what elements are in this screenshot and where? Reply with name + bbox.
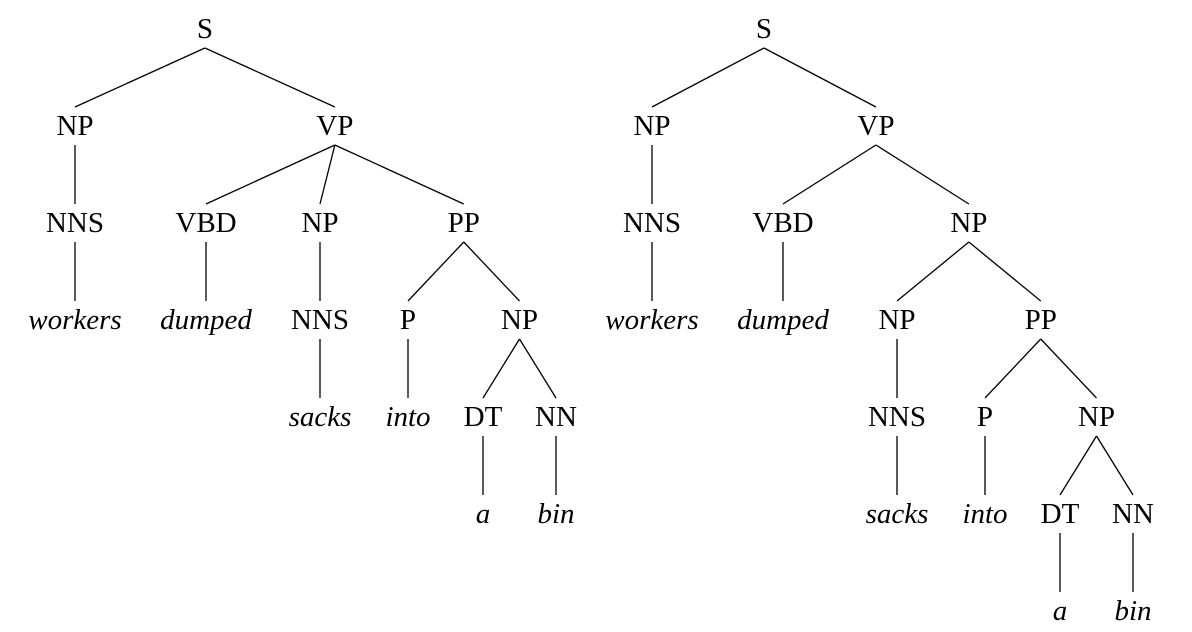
tree-edge — [1040, 338, 1097, 399]
node-label-np: NP — [878, 304, 915, 336]
node-label-p: P — [400, 304, 416, 336]
node-label-nns: NNS — [46, 207, 104, 239]
tree-edge — [896, 241, 970, 302]
leaf-word-workers: workers — [28, 304, 121, 336]
node-label-dt: DT — [464, 401, 503, 433]
tree-edge — [763, 47, 877, 108]
tree-edge — [407, 241, 465, 302]
node-label-np: NP — [950, 207, 987, 239]
leaf-word-bin: bin — [1114, 595, 1151, 627]
parse-tree-2: workersNNSNPdumpedVBDsacksNNSNPintoPaDTb… — [605, 13, 1154, 627]
leaf-word-sacks: sacks — [866, 498, 929, 530]
tree-edge — [518, 338, 557, 399]
leaf-word-dumped: dumped — [160, 304, 252, 336]
tree-edge — [482, 338, 521, 399]
leaf-word-a: a — [476, 498, 491, 530]
parse-tree-1: workersNNSNPdumpedVBDsacksNNSNPintoPaDTb… — [28, 13, 577, 530]
node-label-nns: NNS — [868, 401, 926, 433]
node-label-pp: PP — [448, 207, 480, 239]
node-label-vp: VP — [316, 110, 353, 142]
tree-edge — [334, 144, 465, 205]
node-label-nns: NNS — [291, 304, 349, 336]
leaf-word-into: into — [385, 401, 430, 433]
tree-edge — [204, 47, 336, 108]
node-label-nn: NN — [535, 401, 577, 433]
tree-edge — [319, 144, 336, 205]
tree-edge — [1095, 435, 1134, 496]
node-label-np: NP — [301, 207, 338, 239]
leaf-word-into: into — [962, 498, 1007, 530]
leaf-word-workers: workers — [605, 304, 698, 336]
node-label-nns: NNS — [623, 207, 681, 239]
node-label-vp: VP — [857, 110, 894, 142]
node-label-np: NP — [633, 110, 670, 142]
node-label-p: P — [977, 401, 993, 433]
tree-edge — [968, 241, 1042, 302]
tree-edge — [651, 47, 765, 108]
tree-edge — [782, 144, 877, 205]
node-label-s: S — [756, 13, 772, 45]
tree-edge — [984, 338, 1042, 399]
node-label-nn: NN — [1112, 498, 1154, 530]
node-label-np: NP — [501, 304, 538, 336]
node-label-s: S — [197, 13, 213, 45]
leaf-word-sacks: sacks — [289, 401, 352, 433]
tree-edge — [463, 241, 520, 302]
tree-edge — [875, 144, 970, 205]
node-label-dt: DT — [1041, 498, 1080, 530]
leaf-word-bin: bin — [537, 498, 574, 530]
node-label-pp: PP — [1025, 304, 1057, 336]
tree-edge — [74, 47, 206, 108]
tree-edge — [1059, 435, 1098, 496]
node-label-np: NP — [1078, 401, 1115, 433]
leaf-word-a: a — [1053, 595, 1068, 627]
node-label-vbd: VBD — [752, 207, 813, 239]
node-label-np: NP — [56, 110, 93, 142]
node-label-vbd: VBD — [175, 207, 236, 239]
leaf-word-dumped: dumped — [737, 304, 829, 336]
tree-edge — [205, 144, 336, 205]
